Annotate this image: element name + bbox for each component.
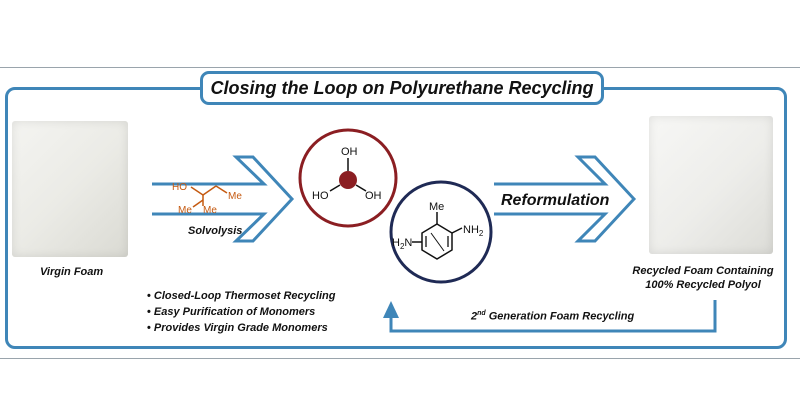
boric-ho-left: HO (312, 190, 329, 202)
boric-oh-right: OH (365, 190, 382, 202)
reformulation-arrow (494, 155, 637, 243)
diamine-circle (389, 180, 493, 284)
solvolysis-label: Solvolysis (188, 225, 243, 237)
top-rule (0, 67, 800, 68)
solvent-me3: Me (203, 205, 217, 216)
virgin-foam-label: Virgin Foam (40, 266, 104, 278)
generation-label: 2nd Generation Foam Recycling (471, 310, 635, 323)
bottom-rule (0, 358, 800, 359)
solvent-me2: Me (178, 205, 192, 216)
return-arrowhead (383, 301, 399, 318)
diagram-title: Closing the Loop on Polyurethane Recycli… (200, 71, 604, 105)
solvent-me1: Me (228, 191, 242, 202)
reformulation-label: Reformulation (501, 192, 610, 209)
boric-oh-top: OH (341, 146, 358, 158)
diamine-me: Me (429, 201, 444, 213)
recycled-foam-label-line2: 100% Recycled Polyol (645, 279, 761, 291)
virgin-foam-image (12, 121, 128, 257)
bullet-item: Provides Virgin Grade Monomers (147, 320, 335, 336)
recycled-foam-label-line1: Recycled Foam Containing (632, 265, 774, 277)
bullet-item: Easy Purification of Monomers (147, 304, 335, 320)
recycled-foam-image (649, 116, 773, 254)
solvent-ho: HO (172, 182, 187, 193)
solvolysis-arrow (152, 155, 295, 243)
return-arrow (389, 300, 717, 333)
bullet-item: Closed-Loop Thermoset Recycling (147, 288, 336, 304)
diamine-h2n-left: H2N (392, 237, 412, 251)
diamine-nh2-right: NH2 (463, 224, 484, 238)
feature-bullets: Closed-Loop Thermoset Recycling Easy Pur… (147, 288, 336, 336)
recycled-foam-label: Recycled Foam Containing 100% Recycled P… (618, 264, 788, 292)
boron-atom (339, 171, 357, 189)
